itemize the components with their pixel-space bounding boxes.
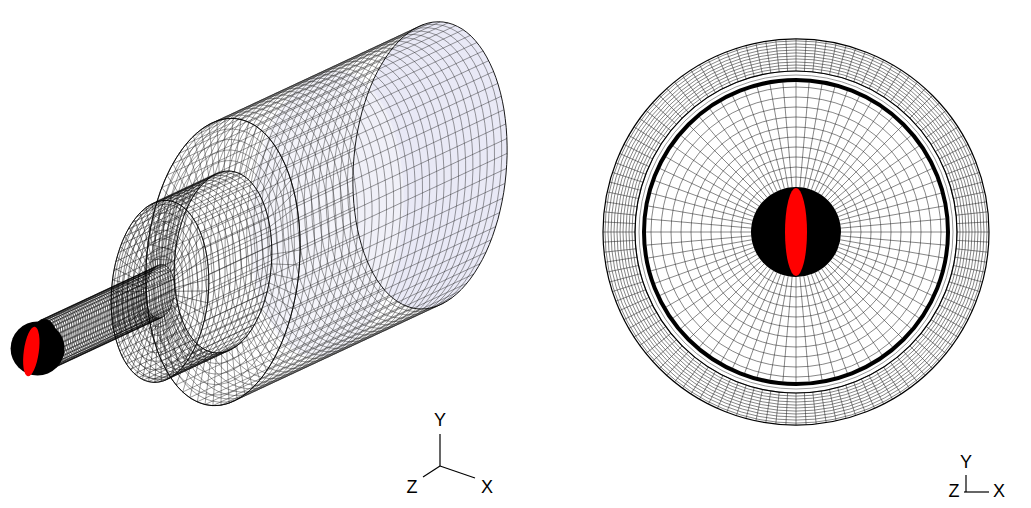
- axis-label: Z: [407, 477, 418, 497]
- y-axis-line: [965, 475, 966, 492]
- outer-band-mesh: [603, 39, 989, 425]
- y-axis-line: [439, 434, 440, 466]
- axis-label: X: [481, 477, 493, 497]
- x-axis-line: [440, 466, 475, 478]
- red-contact-region: [785, 188, 807, 276]
- axis-label: Z: [949, 481, 960, 501]
- outer-band-outline: [603, 39, 989, 425]
- red-contact-region: [20, 326, 42, 378]
- x-axis-line: [964, 491, 989, 492]
- isometric-mesh-view: [11, 22, 508, 406]
- axis-triad: [423, 434, 989, 492]
- gap-ring: [639, 75, 953, 389]
- thick-ring: [644, 80, 948, 384]
- axis-label: Y: [434, 410, 446, 430]
- body-mesh: [146, 22, 507, 406]
- z-axis-line: [423, 466, 440, 477]
- flange-face-mesh: [111, 200, 209, 382]
- body-outline: [146, 22, 507, 406]
- end-mesh-view: [603, 39, 989, 425]
- axis-label: X: [993, 481, 1005, 501]
- axis-label: Y: [960, 452, 972, 472]
- stem-section: [751, 187, 841, 277]
- inner-mesh: [646, 82, 946, 382]
- body-face-mesh: [146, 118, 300, 405]
